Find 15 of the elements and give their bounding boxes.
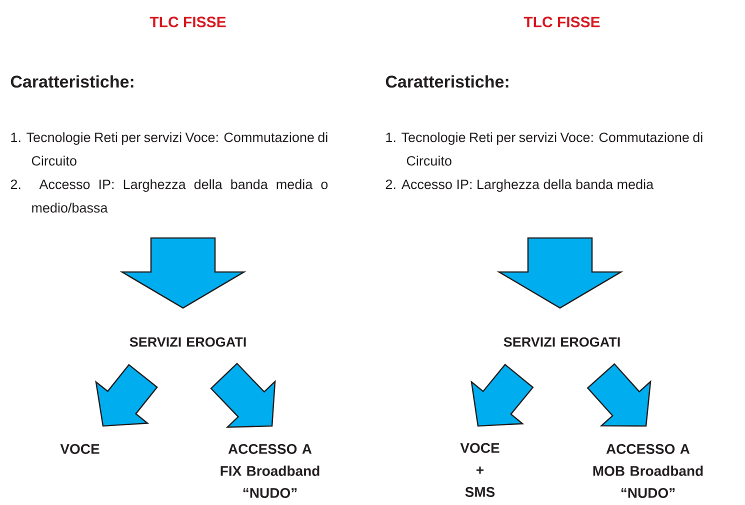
column-heading: TLC FISSE [524, 16, 600, 28]
block-arrow [120, 237, 246, 309]
service-label: VOCE + SMS [460, 443, 500, 497]
column-heading: TLC FISSE [150, 16, 226, 28]
block-arrow [470, 364, 534, 427]
block-arrow [210, 362, 276, 428]
service-label: VOCE [60, 444, 100, 454]
feature-list: Caratteristiche: 1. Tecnologie Reti per servizi Voce: Commutazione di Circuito 2. Accesso IP: Larghezza della banda media [386, 75, 702, 192]
service-label: SERVIZI EROGATI [504, 337, 620, 347]
service-label: SERVIZI EROGATI [130, 337, 246, 347]
service-label: ACCESSO A FIX Broadband “NUDO” [220, 444, 320, 498]
block-arrow [586, 363, 652, 427]
block-arrow [496, 237, 624, 309]
feature-list: Caratteristiche: 1. Tecnologie Reti per servizi Voce: Commutazione di Circuito 2. Accesso IP: Larghezza della banda media o medio/bassa [10, 75, 328, 213]
service-label: ACCESSO A MOB Broadband “NUDO” [593, 444, 703, 498]
